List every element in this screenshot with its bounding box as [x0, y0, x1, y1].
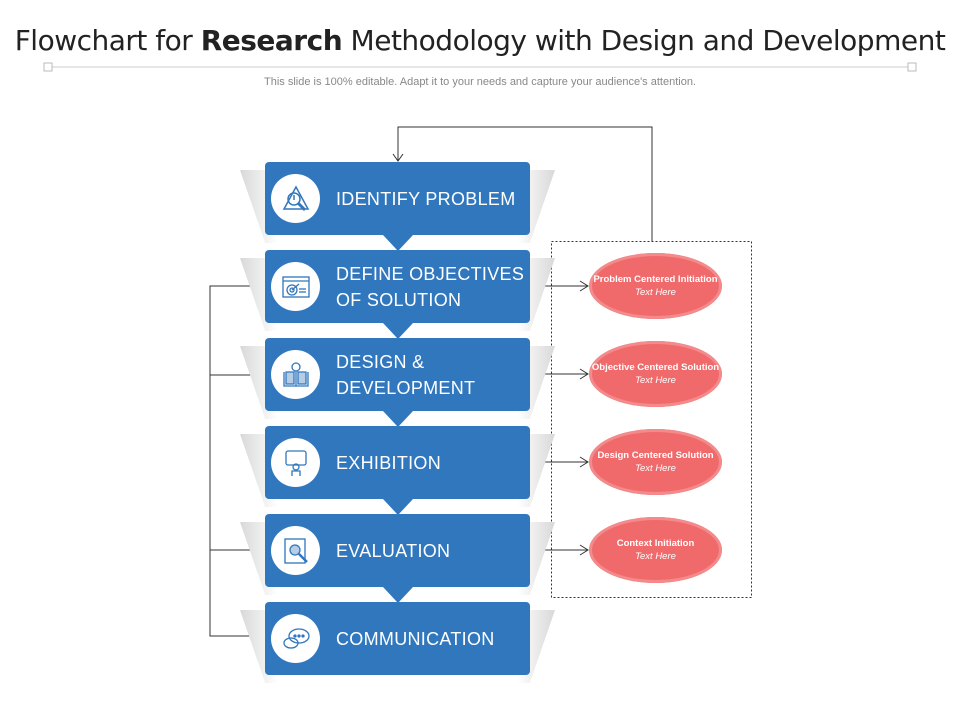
step-label: DESIGN & DEVELOPMENT	[336, 351, 476, 398]
title-pre: Flowchart for	[14, 24, 201, 57]
entry-points-box	[551, 241, 752, 598]
feedback-arrow	[397, 126, 653, 241]
presentation-icon	[271, 438, 320, 487]
page-title: Flowchart for Research Methodology with …	[0, 24, 960, 57]
step-pointer	[383, 323, 413, 339]
step-pointer	[383, 587, 413, 603]
divider-handle-right	[907, 62, 917, 72]
step-label: COMMUNICATION	[336, 628, 495, 649]
target-icon	[271, 262, 320, 311]
idea-book-icon	[271, 350, 320, 399]
entry-desc: Text Here	[635, 463, 676, 474]
title-post: Methodology with Design and Development	[342, 24, 946, 57]
step-pointer	[383, 499, 413, 515]
step-pointer	[383, 411, 413, 427]
entry-title: Design Centered Solution	[597, 450, 714, 461]
problem-search-icon	[271, 174, 320, 223]
step-label: DEFINE OBJECTIVES OF SOLUTION	[336, 263, 525, 310]
subtitle: This slide is 100% editable. Adapt it to…	[264, 76, 696, 88]
step-identify-problem[interactable]: IDENTIFY PROBLEM	[265, 162, 530, 235]
iteration-line	[209, 285, 265, 637]
step-design-development[interactable]: DESIGN & DEVELOPMENT	[265, 338, 530, 411]
entry-desc: Text Here	[635, 551, 676, 562]
entry-desc: Text Here	[635, 375, 676, 386]
evaluation-icon	[271, 526, 320, 575]
step-evaluation[interactable]: EVALUATION	[265, 514, 530, 587]
step-label: EVALUATION	[336, 540, 451, 561]
step-label: IDENTIFY PROBLEM	[336, 188, 516, 209]
step-label: EXHIBITION	[336, 452, 442, 473]
step-define-objectives[interactable]: DEFINE OBJECTIVES OF SOLUTION	[265, 250, 530, 323]
step-exhibition[interactable]: EXHIBITION	[265, 426, 530, 499]
entry-arrows	[530, 280, 589, 556]
entry-title: Objective Centered Solution	[591, 362, 720, 373]
title-bold: Research	[200, 24, 343, 57]
step-pointer	[383, 235, 413, 251]
entry-title: Problem Centered Initiation	[593, 274, 718, 285]
divider-handle-left	[43, 62, 53, 72]
entry-desc: Text Here	[635, 287, 676, 298]
step-communication[interactable]: COMMUNICATION	[265, 602, 530, 675]
entry-title: Context Initiation	[616, 538, 695, 549]
chat-icon	[271, 614, 320, 663]
